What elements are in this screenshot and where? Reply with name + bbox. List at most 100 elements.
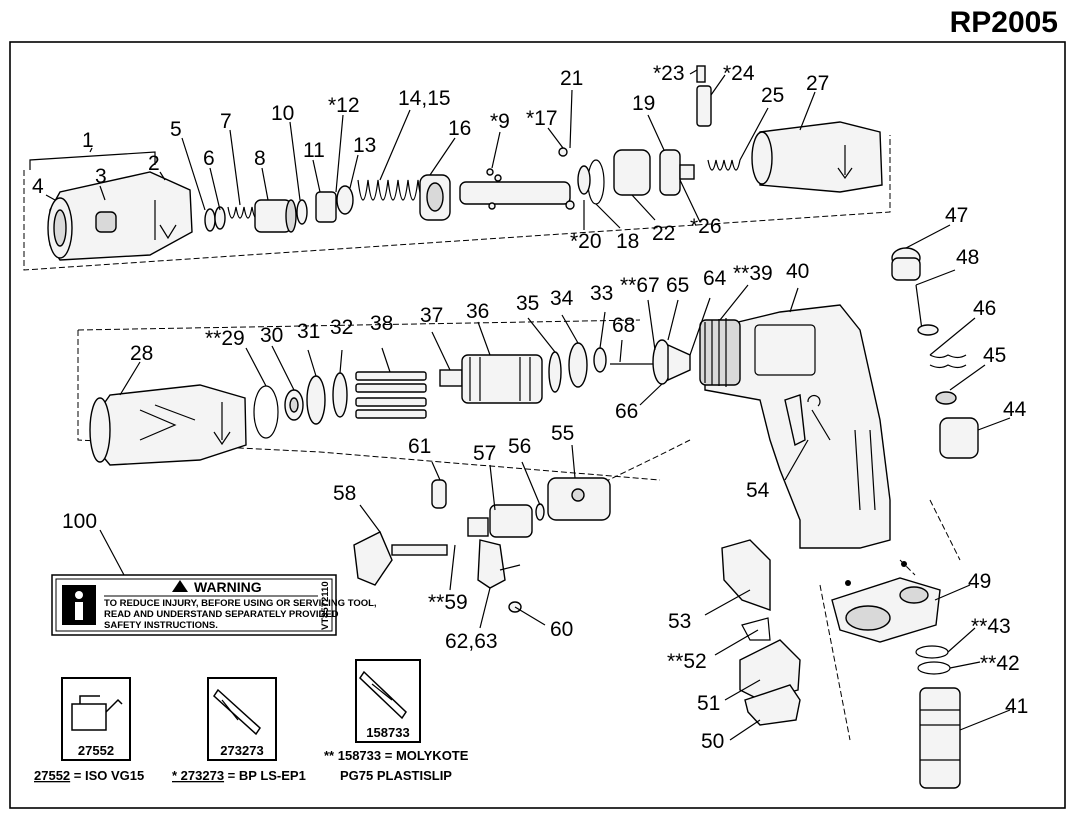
- warning-side-code: VT8572110: [320, 581, 331, 630]
- gear-part-19-26: [659, 149, 695, 196]
- part-label-36: 36: [466, 300, 489, 323]
- part-label-46: 46: [973, 297, 996, 320]
- part-label-62-63: 62,63: [445, 630, 498, 653]
- part-label-12: *12: [328, 94, 360, 117]
- part-label-22: 22: [652, 222, 675, 245]
- part-label-60: 60: [550, 618, 573, 641]
- part-label-10: 10: [271, 102, 294, 125]
- lubricant-legend: 27552 = ISO VG15 * 273273 = BP LS-EP1 **…: [34, 748, 469, 783]
- part-label-68: 68: [612, 314, 635, 337]
- part-label-39: **39: [733, 262, 773, 285]
- lubricant-box-27552: 27552: [61, 677, 131, 761]
- diagram-frame: [9, 41, 1066, 809]
- part-label-42: **42: [980, 652, 1020, 675]
- part-label-35: 35: [516, 292, 539, 315]
- end-plates-part-33-35: [548, 342, 607, 393]
- lubricant-box-273273: 273273: [207, 677, 277, 761]
- vanes-part-38: [355, 371, 427, 419]
- o-ring-part-29: [253, 385, 279, 439]
- part-label-56: 56: [508, 435, 531, 458]
- bearing-parts-30-32: [284, 372, 348, 425]
- part-label-21: 21: [560, 67, 583, 90]
- part-label-59: **59: [428, 591, 468, 614]
- part-label-67: **67: [620, 274, 660, 297]
- pin-part-23-24: [696, 65, 712, 127]
- part-label-45: 45: [983, 344, 1006, 367]
- lubricant-code-27552: 27552: [78, 743, 114, 758]
- part-label-51: 51: [697, 692, 720, 715]
- part-label-66: 66: [615, 400, 638, 423]
- legend-273273: * 273273 = BP LS-EP1: [172, 768, 306, 783]
- part-label-8: 8: [254, 147, 266, 170]
- part-label-52: **52: [667, 650, 707, 673]
- warning-heading: WARNING: [194, 579, 262, 595]
- part-label-58: 58: [333, 482, 356, 505]
- small-parts-10-13: [296, 185, 354, 225]
- part-label-50: 50: [701, 730, 724, 753]
- housing-part-28: [89, 384, 247, 466]
- part-label-11: 11: [303, 139, 325, 162]
- part-label-32: 32: [330, 316, 353, 339]
- leader-lines: [29, 69, 1011, 741]
- oil-can-icon: [71, 703, 107, 731]
- part-label-1: 1: [82, 129, 94, 152]
- lubricant-box-158733: 158733: [355, 659, 421, 743]
- part-label-27: 27: [806, 72, 829, 95]
- warning-line-1: TO REDUCE INJURY, BEFORE USING OR SERVIC…: [104, 598, 377, 609]
- swivel-parts-50-53: [721, 539, 801, 726]
- part-label-47: 47: [945, 204, 968, 227]
- legend-273273-code: * 273273: [172, 768, 224, 783]
- rings-and-cup-part-18-22: [577, 149, 651, 205]
- part-label-48: 48: [956, 246, 979, 269]
- throttle-parts-55-63: [431, 477, 611, 613]
- trigger-part-54: [784, 394, 831, 447]
- part-label-64: 64: [703, 267, 727, 290]
- legend-158733-text: = MOLYKOTE: [381, 748, 469, 763]
- lubricant-code-158733: 158733: [366, 725, 409, 740]
- part-label-38: 38: [370, 312, 393, 335]
- part-labels: 1 2 3 4 5 6 7 8 10 11 *12 13 14,15 16 *9…: [32, 62, 1028, 753]
- part-label-2: 2: [148, 152, 160, 175]
- part-label-54: 54: [746, 479, 770, 502]
- spring-part-14-15: [357, 179, 429, 201]
- legend-158733-line2: PG75 PLASTISLIP: [340, 768, 452, 783]
- legend-158733: ** 158733 = MOLYKOTE: [324, 748, 469, 763]
- grease-tube-icon: [359, 670, 407, 720]
- part-label-25: 25: [761, 84, 784, 107]
- grease-gun-icon: [213, 688, 261, 736]
- warning-line-2: READ AND UNDERSTAND SEPARATELY PROVIDED: [104, 609, 339, 620]
- warning-triangle-icon: [172, 580, 188, 592]
- part-label-4: 4: [32, 175, 44, 198]
- diagram-title: RP2005: [950, 6, 1058, 39]
- front-housing-part-3: [47, 171, 193, 261]
- lubricant-code-273273: 273273: [220, 743, 263, 758]
- part-label-29: **29: [205, 327, 245, 350]
- part-label-31: 31: [297, 320, 320, 343]
- part-label-53: 53: [668, 610, 691, 633]
- legend-27552: 27552 = ISO VG15: [34, 768, 144, 783]
- warning-label: WARNING TO REDUCE INJURY, BEFORE USING O…: [51, 574, 377, 636]
- part-label-20: *20: [570, 230, 602, 253]
- spindle-part-9-17-21: [459, 147, 575, 210]
- part-label-7: 7: [220, 110, 232, 133]
- part-label-44: 44: [1003, 398, 1027, 421]
- part-label-100: 100: [62, 510, 97, 533]
- part-label-19: 19: [632, 92, 655, 115]
- part-label-33: 33: [590, 282, 613, 305]
- cylinder-part-8: [254, 199, 297, 233]
- part-label-23: *23: [653, 62, 685, 85]
- part-label-24: *24: [723, 62, 755, 85]
- part-label-41: 41: [1005, 695, 1028, 718]
- part-label-57: 57: [473, 442, 496, 465]
- legend-27552-code: 27552: [34, 768, 70, 783]
- spring-part-25: [707, 159, 741, 171]
- part-label-16: 16: [448, 117, 471, 140]
- bushing-part-16: [419, 174, 451, 221]
- base-plate-part-49: [831, 561, 941, 643]
- rotor-part-36-37: [439, 354, 543, 404]
- throttle-button-part-58: [353, 531, 448, 586]
- part-label-37: 37: [420, 304, 443, 327]
- part-label-18: 18: [616, 230, 639, 253]
- part-label-13: 13: [353, 134, 376, 157]
- part-label-43: **43: [971, 615, 1011, 638]
